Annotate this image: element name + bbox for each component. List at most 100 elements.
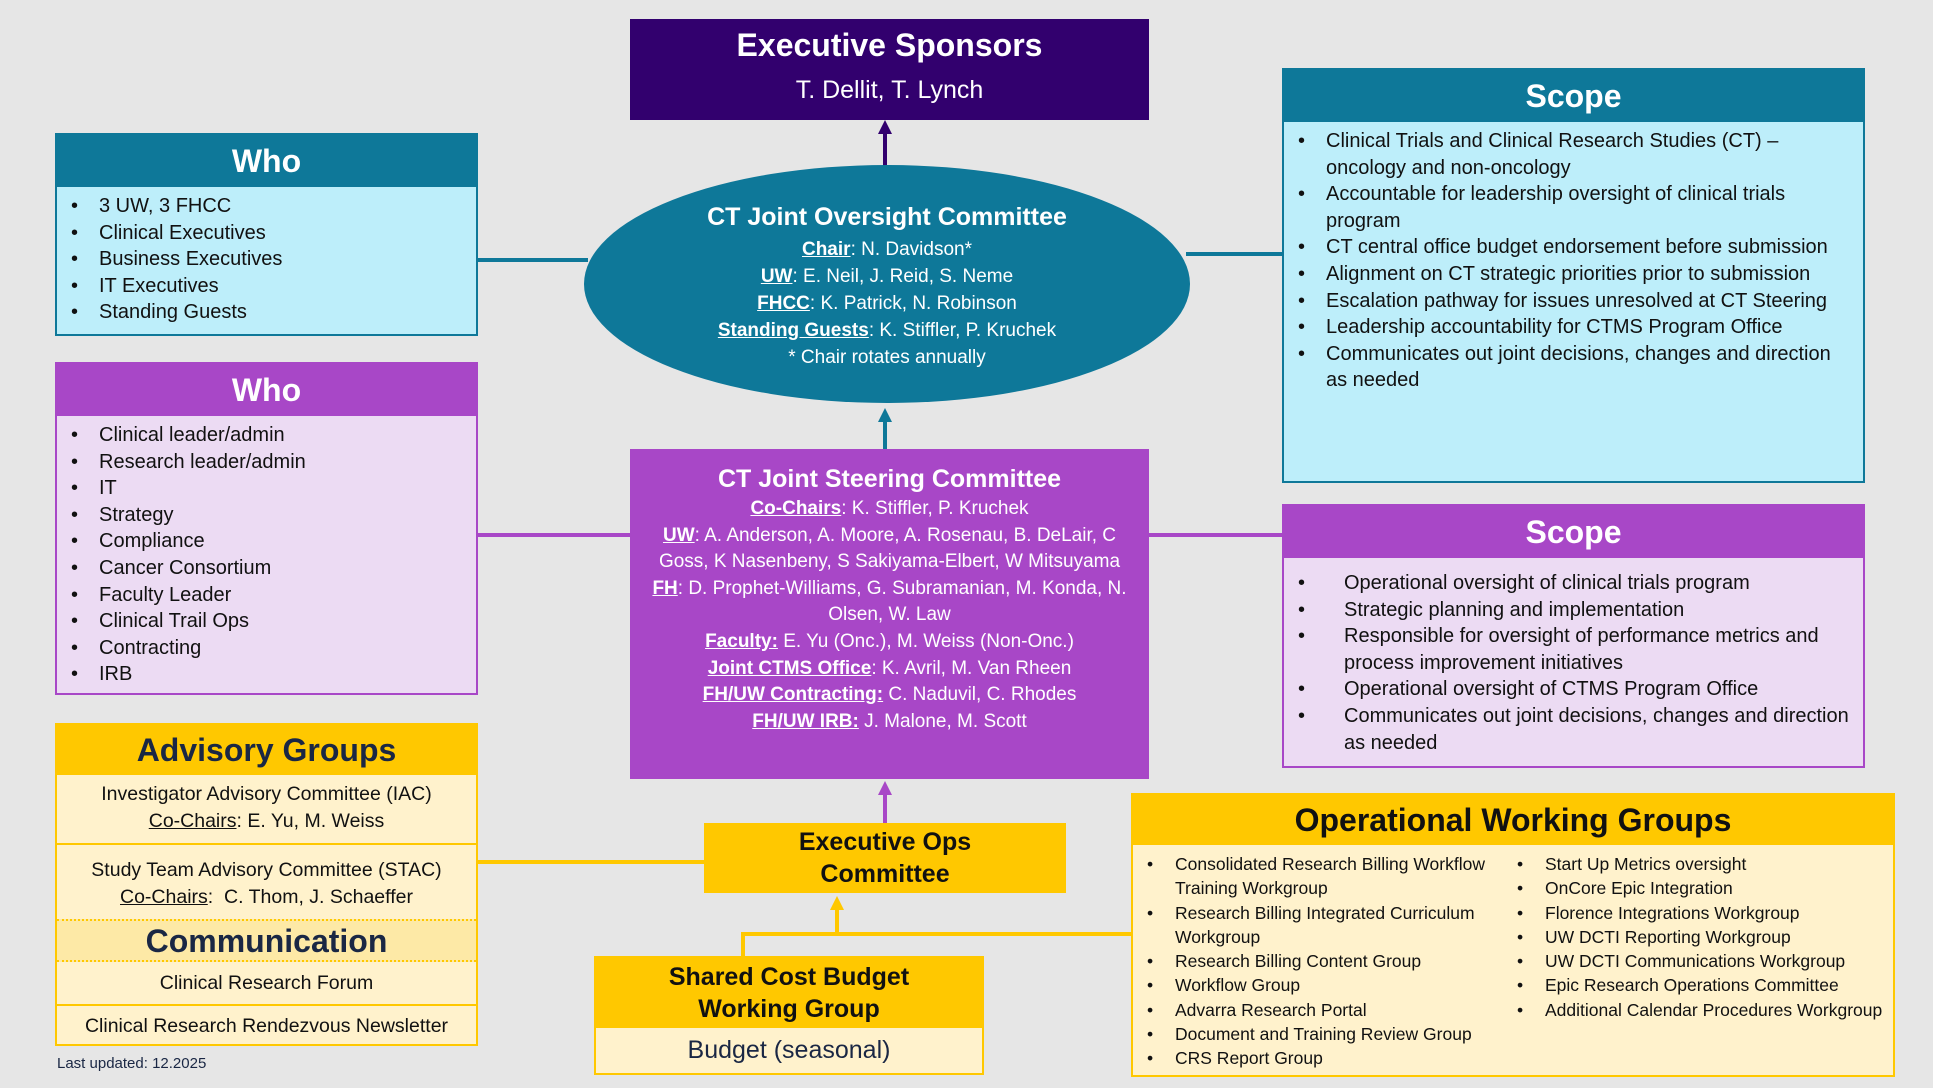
steering-row: Co-Chairs: K. Stiffler, P. Kruchek bbox=[630, 496, 1149, 523]
steering-row-label: Co-Chairs bbox=[750, 498, 842, 519]
steering-row-value: J. Malone, M. Scott bbox=[858, 710, 1027, 732]
steering-row-value: : A. Anderson, A. Moore, A. Rosenau, B. … bbox=[658, 524, 1121, 573]
scope-oversight-list: Clinical Trials and Clinical Research St… bbox=[1284, 122, 1863, 394]
shared-cost-line2: Working Group bbox=[698, 995, 880, 1023]
steering-row: Faculty: E. Yu (Onc.), M. Weiss (Non-Onc… bbox=[630, 629, 1149, 656]
oversight-row-label: UW bbox=[760, 266, 793, 287]
advisory-stac-chairs: Co-Chairs: C. Thom, J. Schaeffer bbox=[57, 884, 476, 911]
scope-steering-box: Scope Operational oversight of clinical … bbox=[1282, 504, 1865, 768]
list-item: Workflow Group bbox=[1133, 973, 1503, 998]
advisory-stac-label: Co-Chairs bbox=[120, 886, 208, 908]
connector-sharedcost-up bbox=[741, 932, 745, 956]
list-item: Strategy bbox=[57, 502, 476, 529]
who-steering-list: Clinical leader/admin Research leader/ad… bbox=[57, 416, 476, 688]
shared-cost-budget-box: Shared Cost Budget Working Group Budget … bbox=[594, 956, 984, 1075]
steering-row: FH/UW IRB: J. Malone, M. Scott bbox=[630, 709, 1149, 736]
list-item: Faculty Leader bbox=[57, 582, 476, 609]
steering-row: FH/UW Contracting: C. Naduvil, C. Rhodes bbox=[630, 682, 1149, 709]
connector-execops-to-steering bbox=[883, 792, 887, 823]
oversight-row-value: : K. Stiffler, P. Kruchek bbox=[868, 320, 1057, 341]
communication-item: Clinical Research Rendezvous Newsletter bbox=[84, 1015, 449, 1037]
owg-column-2: Start Up Metrics oversight OnCore Epic I… bbox=[1503, 852, 1893, 1071]
who-steering-title: Who bbox=[57, 364, 476, 416]
steering-row: Joint CTMS Office: K. Avril, M. Van Rhee… bbox=[630, 656, 1149, 683]
list-item: Contracting bbox=[57, 635, 476, 662]
list-item: Business Executives bbox=[57, 246, 476, 273]
advisory-stac-name: Study Team Advisory Committee (STAC) bbox=[91, 859, 442, 881]
list-item: UW DCTI Communications Workgroup bbox=[1503, 949, 1893, 974]
list-item: Document and Training Review Group bbox=[1133, 1022, 1503, 1047]
list-item: Clinical leader/admin bbox=[57, 422, 476, 449]
executive-sponsors-title: Executive Sponsors bbox=[736, 27, 1043, 63]
executive-ops-line1: Executive Ops bbox=[798, 828, 972, 856]
oversight-row-label: Chair bbox=[801, 239, 851, 260]
scope-oversight-box: Scope Clinical Trials and Clinical Resea… bbox=[1282, 68, 1865, 483]
steering-committee-box: CT Joint Steering Committee Co-Chairs: K… bbox=[630, 449, 1149, 779]
connector-oversight-to-scope bbox=[1186, 252, 1282, 256]
scope-oversight-title: Scope bbox=[1284, 70, 1863, 122]
list-item: IT bbox=[57, 475, 476, 502]
list-item: OnCore Epic Integration bbox=[1503, 876, 1893, 901]
list-item: Escalation pathway for issues unresolved… bbox=[1284, 288, 1853, 315]
list-item: CT central office budget endorsement bef… bbox=[1284, 234, 1853, 261]
advisory-stac: Study Team Advisory Committee (STAC) Co-… bbox=[57, 845, 476, 919]
arrow-up-icon bbox=[878, 781, 892, 795]
executive-ops-committee-box: Executive Ops Committee bbox=[704, 823, 1066, 893]
advisory-iac-name: Investigator Advisory Committee (IAC) bbox=[101, 783, 432, 805]
list-item: IRB bbox=[57, 661, 476, 688]
steering-row-value: : D. Prophet-Williams, G. Subramanian, M… bbox=[677, 577, 1127, 626]
list-item: Leadership accountability for CTMS Progr… bbox=[1284, 314, 1853, 341]
steering-row-label: FH/UW Contracting: bbox=[702, 684, 884, 706]
oversight-row-value: : E. Neil, J. Reid, S. Neme bbox=[792, 266, 1014, 287]
list-item: Start Up Metrics oversight bbox=[1503, 852, 1893, 877]
shared-cost-body: Budget (seasonal) bbox=[687, 1036, 891, 1064]
list-item: Operational oversight of CTMS Program Of… bbox=[1284, 676, 1853, 703]
connector-who-to-oversight bbox=[478, 258, 588, 262]
list-item: Florence Integrations Workgroup bbox=[1503, 901, 1893, 926]
communication-item: Clinical Research Forum bbox=[57, 962, 476, 1006]
list-item: Cancer Consortium bbox=[57, 555, 476, 582]
connector-workgroups-to-execops bbox=[741, 932, 1131, 936]
connector-who-to-steering bbox=[478, 533, 630, 537]
oversight-row-value: : K. Patrick, N. Robinson bbox=[809, 293, 1017, 314]
list-item: Accountable for leadership oversight of … bbox=[1284, 181, 1853, 234]
connector-steering-to-oversight bbox=[883, 414, 887, 449]
steering-row-label: Faculty: bbox=[705, 630, 778, 652]
list-item: Strategic planning and implementation bbox=[1284, 597, 1853, 624]
arrow-up-icon bbox=[830, 896, 844, 910]
shared-cost-line1: Shared Cost Budget bbox=[668, 963, 910, 991]
list-item: UW DCTI Reporting Workgroup bbox=[1503, 925, 1893, 950]
connector-execops-stem bbox=[835, 910, 839, 934]
owg-column-1: Consolidated Research Billing Workflow T… bbox=[1133, 852, 1503, 1071]
list-item: Research Billing Integrated Curriculum W… bbox=[1133, 901, 1503, 950]
connector-advisory-to-execops bbox=[478, 860, 704, 864]
steering-row-label: FH bbox=[652, 577, 678, 599]
oversight-row: UW: E. Neil, J. Reid, S. Neme bbox=[584, 263, 1190, 290]
advisory-iac-label: Co-Chairs bbox=[148, 810, 237, 832]
oversight-row: Standing Guests: K. Stiffler, P. Kruchek bbox=[584, 317, 1190, 344]
last-updated: Last updated: 12.2025 bbox=[57, 1055, 207, 1072]
steering-row: UW: A. Anderson, A. Moore, A. Rosenau, B… bbox=[630, 523, 1149, 576]
who-oversight-box: Who 3 UW, 3 FHCC Clinical Executives Bus… bbox=[55, 133, 478, 336]
advisory-iac: Investigator Advisory Committee (IAC) Co… bbox=[57, 775, 476, 845]
executive-sponsors-names: T. Dellit, T. Lynch bbox=[795, 76, 984, 104]
list-item: Epic Research Operations Committee bbox=[1503, 973, 1893, 998]
oversight-row: FHCC: K. Patrick, N. Robinson bbox=[584, 290, 1190, 317]
oversight-row-value: : N. Davidson* bbox=[850, 239, 973, 260]
list-item: Clinical Trail Ops bbox=[57, 608, 476, 635]
list-item: Alignment on CT strategic priorities pri… bbox=[1284, 261, 1853, 288]
list-item: Operational oversight of clinical trials… bbox=[1284, 570, 1853, 597]
list-item: Standing Guests bbox=[57, 299, 476, 326]
advisory-groups-title: Advisory Groups bbox=[57, 725, 476, 775]
executive-ops-line2: Committee bbox=[820, 860, 950, 888]
operational-working-groups-box: Operational Working Groups Consolidated … bbox=[1131, 793, 1895, 1077]
scope-steering-title: Scope bbox=[1284, 506, 1863, 558]
list-item: Clinical Executives bbox=[57, 220, 476, 247]
list-item: CRS Report Group bbox=[1133, 1046, 1503, 1071]
oversight-note: * Chair rotates annually bbox=[788, 347, 986, 368]
list-item: Communicates out joint decisions, change… bbox=[1284, 341, 1853, 394]
steering-row-value: E. Yu (Onc.), M. Weiss (Non-Onc.) bbox=[777, 630, 1074, 652]
who-oversight-list: 3 UW, 3 FHCC Clinical Executives Busines… bbox=[57, 187, 476, 326]
who-oversight-title: Who bbox=[57, 135, 476, 187]
steering-row: FH: D. Prophet-Williams, G. Subramanian,… bbox=[630, 576, 1149, 629]
